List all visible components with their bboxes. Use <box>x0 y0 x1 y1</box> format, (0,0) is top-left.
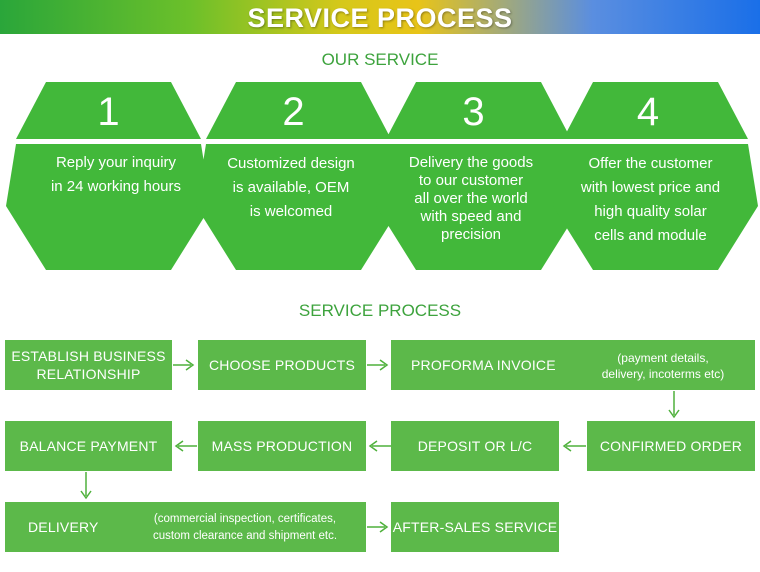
step-line: is available, OEM <box>232 179 350 196</box>
step-line: Reply your inquiry <box>55 154 177 171</box>
step-line: in 24 working hours <box>50 178 182 195</box>
step-line: Delivery the goods <box>408 154 534 171</box>
box-label: PROFORMA INVOICE <box>411 357 556 373</box>
hexagon-shape <box>6 82 211 270</box>
step-description: Delivery the goods to our customer all o… <box>376 154 566 244</box>
step-description: Offer the customer with lowest price and… <box>553 152 748 248</box>
step-number: 4 <box>636 90 660 134</box>
step-description: Customized design is available, OEM is w… <box>196 152 386 224</box>
hexagon-shape <box>196 82 401 270</box>
step-number: 2 <box>282 90 305 134</box>
arrow-left-icon <box>368 440 391 452</box>
step-line: Offer the customer <box>588 155 713 172</box>
establish-relationship-box: ESTABLISH BUSINESS RELATIONSHIP <box>5 340 172 390</box>
after-sales-box: AFTER-SALES SERVICE <box>391 502 559 552</box>
hexagon-shape <box>376 82 581 270</box>
note-line: delivery, incoterms etc) <box>601 367 725 381</box>
box-label: DEPOSIT OR L/C <box>417 438 533 454</box>
arrow-right-icon <box>173 359 195 371</box>
delivery-box: DELIVERY <box>5 502 366 552</box>
step-line: high quality solar <box>594 203 707 220</box>
step-line: with speed and <box>420 208 522 225</box>
arrow-left-icon <box>562 440 586 452</box>
note-line: (payment details, <box>617 351 709 365</box>
arrow-right-icon <box>367 359 389 371</box>
arrow-down-icon <box>80 472 92 500</box>
box-label: CHOOSE PRODUCTS <box>208 357 356 373</box>
proforma-note: (payment details, delivery, incoterms et… <box>578 350 748 382</box>
box-label: MASS PRODUCTION <box>211 438 353 454</box>
step-line: cells and module <box>594 227 707 244</box>
step-line: Customized design <box>227 155 355 172</box>
note-line: custom clearance and shipment etc. <box>152 530 338 542</box>
step-description: Reply your inquiry in 24 working hours <box>16 152 216 198</box>
balance-payment-box: BALANCE PAYMENT <box>5 421 172 471</box>
banner-title: SERVICE PROCESS <box>247 3 513 33</box>
box-label: DELIVERY <box>28 519 99 535</box>
box-label: BALANCE PAYMENT <box>19 438 158 454</box>
arrow-right-icon <box>367 521 389 533</box>
title-banner <box>0 0 760 34</box>
step-number: 3 <box>462 90 485 134</box>
our-service-heading: OUR SERVICE <box>321 50 439 69</box>
arrow-left-icon <box>174 440 197 452</box>
box-label: ESTABLISH BUSINESS RELATIONSHIP <box>11 348 166 382</box>
deposit-box: DEPOSIT OR L/C <box>391 421 559 471</box>
confirmed-order-box: CONFIRMED ORDER <box>587 421 755 471</box>
box-label: AFTER-SALES SERVICE <box>392 519 558 535</box>
arrow-down-icon <box>668 391 680 419</box>
service-step-2: 2 Customized design is available, OEM is… <box>196 82 401 272</box>
box-label: CONFIRMED ORDER <box>599 438 743 454</box>
step-line: is welcomed <box>249 203 333 220</box>
note-line: (commercial inspection, certificates, <box>153 513 337 525</box>
step-line: to our customer <box>418 172 524 189</box>
step-line: all over the world <box>414 190 528 207</box>
step-number: 1 <box>97 90 120 134</box>
mass-production-box: MASS PRODUCTION <box>198 421 366 471</box>
delivery-note: (commercial inspection, certificates, cu… <box>130 511 360 545</box>
choose-products-box: CHOOSE PRODUCTS <box>198 340 366 390</box>
service-process-heading: SERVICE PROCESS <box>298 301 462 320</box>
service-step-3: 3 Delivery the goods to our customer all… <box>376 82 581 272</box>
step-line: precision <box>440 226 502 243</box>
step-line: with lowest price and <box>580 179 721 196</box>
service-step-4: 4 Offer the customer with lowest price a… <box>553 82 758 272</box>
service-step-1: 1 Reply your inquiry in 24 working hours <box>6 82 211 272</box>
proforma-invoice-box: PROFORMA INVOICE <box>391 340 755 390</box>
hexagon-shape <box>553 82 758 270</box>
